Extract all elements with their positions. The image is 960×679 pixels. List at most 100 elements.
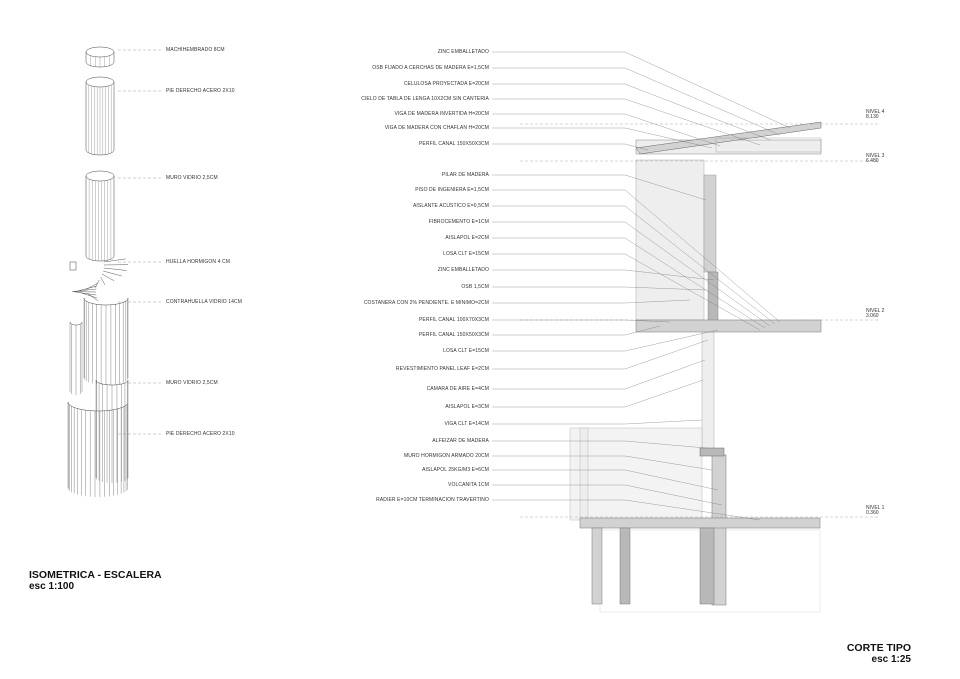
- section-leader-line: [492, 83, 771, 141]
- staircase-isometric-drawing: [67, 46, 129, 497]
- section-leader-line: [492, 98, 761, 146]
- section-ground-outline: [599, 529, 821, 613]
- section-scale: esc 1:25: [871, 654, 911, 665]
- iso-tread: [94, 279, 100, 288]
- section-label: PERFIL CANAL 150X50X3CM: [418, 141, 489, 147]
- iso-tread: [79, 292, 98, 299]
- section-label: VIGA DE MADERA CON CHAFLAN H=20CM: [384, 125, 489, 131]
- iso-lower-wall-a-top-edge: [83, 297, 129, 306]
- section-label: LOSA CLT E=15CM: [443, 251, 489, 257]
- iso-tread: [103, 267, 127, 271]
- annotation-leaders: [118, 49, 791, 521]
- section-label: VIGA CLT E=14CM: [444, 421, 489, 427]
- section-label: COSTANERA CON 2% PENDIENTE. E MINIMO=2CM: [363, 300, 489, 306]
- section-label: CELULOSA PROYECTADA E=20CM: [403, 81, 489, 87]
- isometric-title: ISOMETRICA - ESCALERA: [29, 569, 162, 581]
- isometric-label: PIE DERECHO ACERO 2X10: [166, 88, 235, 94]
- section-label: LOSA CLT E=15CM: [443, 348, 489, 354]
- section-leader-line: [492, 286, 707, 291]
- section-leader-line: [492, 237, 766, 329]
- section-label: OSB 1,5CM: [461, 284, 489, 290]
- section-leader-line: [492, 319, 671, 323]
- section-leader-line: [492, 51, 791, 129]
- section-label: AISLAPOL E=2CM: [445, 235, 489, 241]
- section-leader-line: [492, 269, 715, 281]
- iso-upper-cylinder-top: [85, 76, 115, 88]
- iso-tread: [103, 270, 122, 277]
- iso-tread: [87, 293, 99, 302]
- section-leader-line: [492, 67, 781, 136]
- section-foundation-left: [591, 527, 603, 605]
- section-leader-line: [492, 143, 649, 151]
- iso-lower-wall-b-top-edge: [67, 401, 128, 412]
- section-leader-line: [492, 484, 723, 506]
- section-leader-line: [492, 379, 704, 408]
- iso-side-panel-top-edge: [69, 321, 83, 326]
- section-leader-line: [492, 455, 713, 471]
- section-label: VIGA DE MADERA INVERTIDA H=20CM: [394, 111, 489, 117]
- section-label: PERFIL CANAL 150X50X3CM: [418, 332, 489, 338]
- section-label: ALFEIZAR DE MADERA: [432, 438, 489, 444]
- iso-lower-wall-a: [83, 297, 129, 385]
- section-title: CORTE TIPO: [846, 642, 911, 654]
- isometric-title-block: ISOMETRICA - ESCALERA esc 1:100: [29, 569, 162, 593]
- section-label: PILAR DE MADERA: [441, 172, 489, 178]
- iso-upper-cylinder: [85, 76, 115, 156]
- iso-upper-glass: [85, 170, 115, 262]
- section-label: MURO HORMIGON ARMADO 20CM: [403, 453, 489, 459]
- section-leader-line: [492, 189, 781, 323]
- isometric-label: MURO VIDRIO 2,5CM: [166, 175, 218, 181]
- section-label: PISO DE INGENIERA E=1,5CM: [415, 187, 489, 193]
- level-elevation: 8.130: [866, 114, 879, 120]
- wall-section-drawing: [520, 121, 880, 613]
- iso-tread: [85, 282, 99, 291]
- section-leader-line: [492, 205, 776, 325]
- section-leader-line: [492, 174, 707, 201]
- section-leader-line: [492, 221, 771, 327]
- isometric-label: MURO VIDRIO 2,5CM: [166, 380, 218, 386]
- iso-tread: [103, 258, 126, 263]
- level-elevation: 3.060: [866, 313, 879, 319]
- level-name: NIVEL 2: [866, 308, 885, 314]
- isometric-label: CONTRAHUELLA VIDRIO 14CM: [166, 299, 243, 305]
- iso-spiral-treads: [69, 258, 128, 302]
- iso-side-panel: [69, 321, 83, 395]
- section-leader-line: [492, 325, 661, 336]
- iso-tread: [73, 288, 97, 292]
- section-label: CAMARA DE AIRE E=4CM: [426, 386, 489, 392]
- iso-tread: [101, 273, 115, 282]
- iso-lower-wall-b: [67, 401, 128, 497]
- section-title-block: CORTE TIPO esc 1:25: [846, 642, 911, 666]
- section-leader-line: [492, 113, 721, 147]
- section-leader-line: [492, 469, 719, 491]
- section-upper-wall-core: [707, 271, 719, 329]
- section-leader-line: [492, 359, 706, 390]
- section-roof-void: [715, 137, 822, 153]
- iso-lower-wall-c: [95, 379, 129, 483]
- isometric-label: HUELLA HORMIGON 4 CM: [166, 259, 230, 265]
- iso-landing-block: [69, 261, 77, 271]
- section-middle-wall: [701, 329, 715, 451]
- section-label: REVESTIMIENTO PANEL LEAF E=2CM: [395, 366, 489, 372]
- section-label: VOLCANITA 1CM: [448, 482, 489, 488]
- section-leader-line: [492, 499, 761, 521]
- iso-upper-glass-bottom: [85, 255, 115, 262]
- section-foundation-right: [699, 527, 715, 605]
- section-label: ZINC EMBALLETADO: [437, 267, 489, 273]
- section-label: AISLAPOL E=3CM: [445, 404, 489, 410]
- level-elevation: 6.480: [866, 158, 879, 164]
- iso-top-ring-top: [85, 46, 115, 58]
- section-label: RADIER E=10CM TERMINACION TRAVERTINO: [376, 497, 489, 503]
- section-label: OSB FIJADO A CERCHAS DE MADERA E=1,5CM: [372, 65, 489, 71]
- section-slab-level-1: [579, 517, 821, 529]
- section-leader-line: [492, 299, 691, 304]
- iso-tread: [100, 276, 106, 285]
- iso-tread: [77, 285, 97, 292]
- iso-top-ring: [85, 46, 115, 68]
- level-elevation: 0.360: [866, 510, 879, 516]
- level-name: NIVEL 4: [866, 109, 885, 115]
- isometric-scale: esc 1:100: [29, 581, 75, 592]
